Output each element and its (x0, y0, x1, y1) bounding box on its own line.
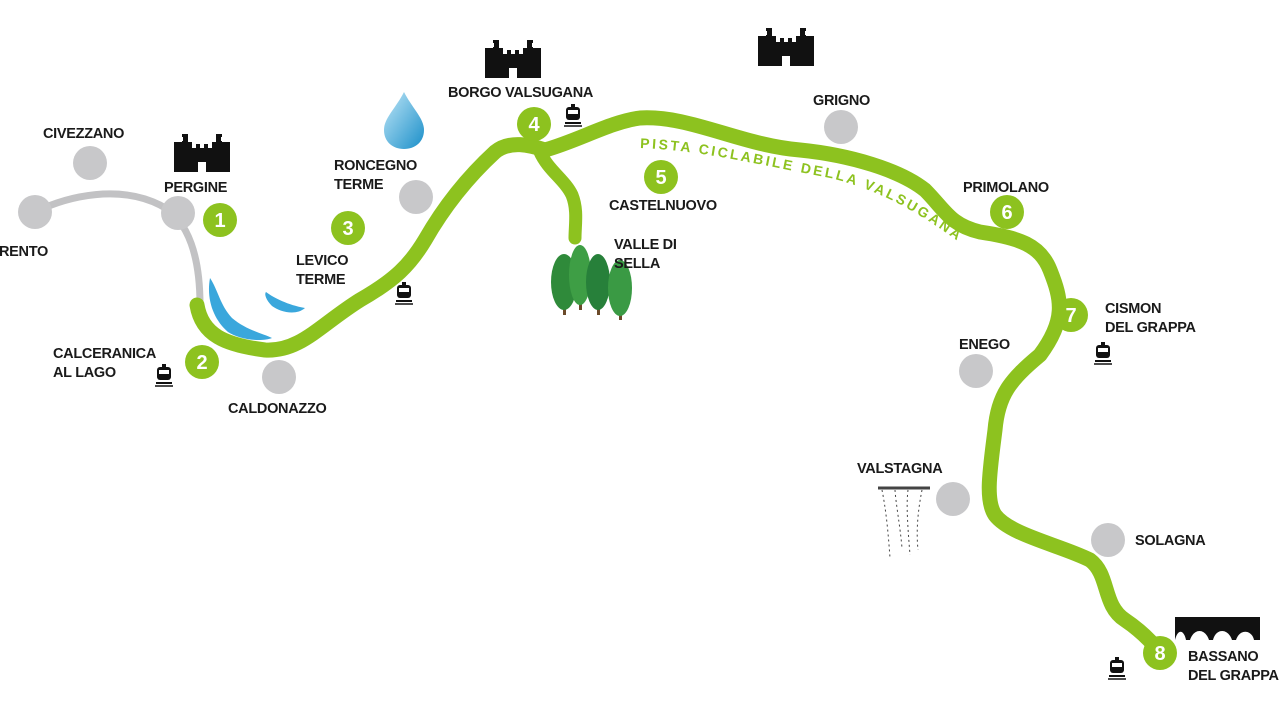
castle-icon-borgo (485, 40, 541, 78)
label-cismon-1: CISMON (1105, 301, 1161, 317)
connector-trento-pergine (31, 190, 204, 309)
stage-marker-5[interactable]: 5 (644, 160, 678, 194)
label-castelnuovo: CASTELNUOVO (609, 198, 717, 214)
train-icon-levico (394, 281, 414, 305)
town-dot-solagna[interactable] (1091, 523, 1125, 557)
stage-marker-6[interactable]: 6 (990, 195, 1024, 229)
castle-icon-pergine (174, 134, 230, 172)
label-sella-1: VALLE DI (614, 237, 677, 253)
train-icon-bassano (1107, 656, 1127, 680)
label-solagna: SOLAGNA (1135, 533, 1206, 549)
town-dot-grigno[interactable] (824, 110, 858, 144)
stage-marker-7[interactable]: 7 (1054, 298, 1088, 332)
stage-marker-4[interactable]: 4 (517, 107, 551, 141)
branch-valle-di-sella (533, 145, 583, 245)
label-levico-2: TERME (296, 272, 346, 288)
town-dot-trento[interactable] (18, 195, 52, 229)
town-dot-roncegno[interactable] (399, 180, 433, 214)
trees-icon (551, 245, 632, 320)
label-valstagna: VALSTAGNA (857, 461, 943, 477)
label-sella-2: SELLA (614, 256, 661, 272)
bridge-icon (1175, 617, 1260, 640)
label-roncegno-2: TERME (334, 177, 384, 193)
label-bassano-1: BASSANO (1188, 649, 1258, 665)
train-icon-borgo (563, 103, 583, 127)
label-caldonazzo: CALDONAZZO (228, 401, 327, 417)
stage-number: 6 (1001, 202, 1012, 224)
label-pergine: PERGINE (164, 180, 228, 196)
town-dot-valstagna[interactable] (936, 482, 970, 516)
stage-number: 7 (1065, 305, 1076, 327)
stage-number: 1 (214, 210, 225, 232)
town-dots (18, 110, 1125, 557)
stage-marker-2[interactable]: 2 (185, 345, 219, 379)
castle-icon-grigno (758, 28, 814, 66)
label-bassano-2: DEL GRAPPA (1188, 668, 1280, 684)
stage-marker-1[interactable]: 1 (203, 203, 237, 237)
town-dot-pergine[interactable] (161, 196, 195, 230)
cycle-route (189, 110, 1168, 660)
town-dot-civezzano[interactable] (73, 146, 107, 180)
stage-number: 5 (655, 167, 666, 189)
stage-number: 8 (1154, 643, 1165, 665)
stage-number: 2 (196, 352, 207, 374)
stage-marker-8[interactable]: 8 (1143, 636, 1177, 670)
lake-caldonazzo (208, 278, 272, 340)
stage-number: 4 (528, 114, 540, 136)
label-trento: RENTO (0, 244, 48, 260)
label-levico-1: LEVICO (296, 253, 348, 269)
lake-levico (265, 292, 305, 313)
stage-number: 3 (342, 218, 353, 240)
label-grigno: GRIGNO (813, 93, 870, 109)
town-dot-enego[interactable] (959, 354, 993, 388)
train-icon-calceranica (154, 363, 174, 387)
label-cismon-2: DEL GRAPPA (1105, 320, 1197, 336)
label-calceranica-2: AL LAGO (53, 365, 116, 381)
town-dot-caldonazzo[interactable] (262, 360, 296, 394)
waterfall-icon (878, 486, 930, 559)
label-primolano: PRIMOLANO (963, 180, 1049, 196)
water-drop-icon (384, 92, 424, 149)
label-roncegno-1: RONCEGNO (334, 158, 417, 174)
label-enego: ENEGO (959, 337, 1010, 353)
label-civezzano: CIVEZZANO (43, 126, 124, 142)
label-calceranica-1: CALCERANICA (53, 346, 157, 362)
label-borgo: BORGO VALSUGANA (448, 85, 594, 101)
train-icon-cismon (1093, 341, 1113, 365)
stage-marker-3[interactable]: 3 (331, 211, 365, 245)
